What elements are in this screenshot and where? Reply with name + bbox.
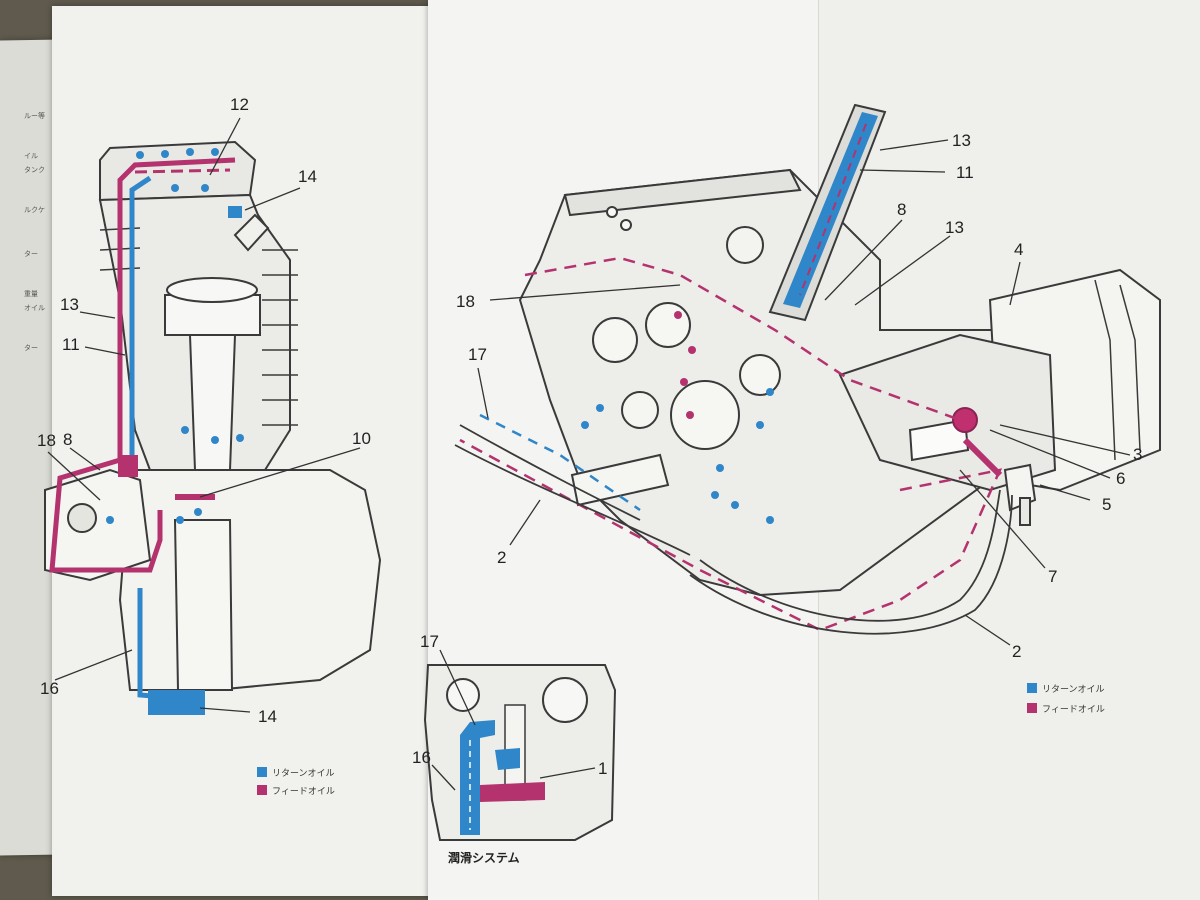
drive-shaft bbox=[570, 453, 670, 507]
callout-3: 3 bbox=[1133, 445, 1142, 464]
engine-cross-section bbox=[44, 140, 382, 691]
edge-text-fragments: ルー等 イル タンク ルクケ ター 重量 オイル ター bbox=[24, 111, 45, 352]
callout-14-bottom: 14 bbox=[258, 707, 277, 726]
return-oil-label: リターンオイル bbox=[272, 768, 335, 779]
callout-2-bottom: 2 bbox=[1012, 642, 1021, 661]
right-callout-leaders bbox=[477, 139, 1131, 646]
legend-right: リターンオイル フィードオイル bbox=[1027, 683, 1105, 715]
callout-5: 5 bbox=[1102, 495, 1111, 514]
edge-fragment: タンク bbox=[24, 165, 45, 174]
callout-10: 10 bbox=[352, 429, 371, 448]
crank-rod-lower bbox=[173, 519, 234, 691]
return-oil-label: リターンオイル bbox=[1042, 684, 1105, 695]
oil-droplets-left bbox=[106, 148, 244, 524]
callout-12: 12 bbox=[230, 95, 249, 114]
cam-cover bbox=[44, 468, 152, 582]
check-ball bbox=[952, 407, 978, 433]
left-callout-leaders bbox=[47, 117, 361, 713]
edge-fragment: ター bbox=[24, 249, 38, 258]
callout-6: 6 bbox=[1116, 469, 1125, 488]
feed-oil-swatch bbox=[257, 785, 267, 795]
feed-oil-label: フィードオイル bbox=[1042, 704, 1105, 715]
callout-8: 8 bbox=[63, 430, 72, 449]
callout-16: 16 bbox=[40, 679, 59, 698]
callout-8: 8 bbox=[897, 200, 906, 219]
callout-17: 17 bbox=[468, 345, 487, 364]
check-valve-spring bbox=[908, 418, 970, 462]
engine-block bbox=[518, 168, 1161, 597]
callout-18: 18 bbox=[456, 292, 475, 311]
callout-14-top: 14 bbox=[298, 167, 317, 186]
callout-11: 11 bbox=[956, 163, 974, 182]
edge-fragment: ルー等 bbox=[24, 111, 45, 120]
return-oil-paths-left bbox=[129, 175, 242, 715]
gear-cavity bbox=[670, 380, 740, 450]
crankcase bbox=[118, 469, 382, 691]
inset-caption: 潤滑システム bbox=[448, 850, 520, 865]
inset-callout-16: 16 bbox=[412, 748, 431, 767]
return-oil-swatch bbox=[257, 767, 267, 777]
feed-oil-label: フィードオイル bbox=[272, 786, 335, 797]
edge-fragment: イル bbox=[24, 152, 38, 160]
edge-fragment: 重量 bbox=[24, 290, 38, 298]
breather-port bbox=[726, 226, 764, 264]
oil-tank-tube bbox=[768, 103, 887, 322]
oil-droplets-right bbox=[581, 311, 774, 524]
callout-7: 7 bbox=[1048, 567, 1057, 586]
inset-callout-leaders bbox=[431, 649, 596, 791]
edge-fragment: ルクケ bbox=[24, 206, 45, 214]
callout-18: 18 bbox=[37, 431, 56, 450]
feed-oil-paths-right bbox=[459, 256, 1003, 632]
callout-13: 13 bbox=[60, 295, 79, 314]
feed-oil-paths-left bbox=[49, 157, 236, 573]
pump-inset bbox=[423, 664, 617, 841]
edge-fragment: ター bbox=[24, 343, 38, 352]
pump-housing bbox=[838, 333, 1057, 492]
edge-fragment: オイル bbox=[24, 304, 45, 312]
inset-return-passage bbox=[460, 720, 495, 835]
callout-11: 11 bbox=[62, 335, 80, 354]
callout-13-top: 13 bbox=[952, 131, 971, 150]
oil-hoses bbox=[454, 424, 1013, 635]
inset-callout-17: 17 bbox=[420, 632, 439, 651]
right-callouts: 13 11 8 13 4 18 17 3 6 5 2 7 2 bbox=[456, 131, 1142, 661]
inset-callouts: 17 16 1 bbox=[412, 632, 607, 778]
connecting-rod bbox=[188, 334, 237, 471]
callout-4: 4 bbox=[1014, 240, 1023, 259]
left-callouts: 12 14 13 11 8 18 10 16 14 bbox=[37, 95, 371, 726]
drive-gear bbox=[621, 391, 659, 429]
legend-left: リターンオイル フィードオイル bbox=[257, 767, 335, 797]
callout-2-left: 2 bbox=[497, 548, 506, 567]
inset-callout-1: 1 bbox=[598, 759, 607, 778]
feed-oil-swatch bbox=[1027, 703, 1037, 713]
callout-13-mid: 13 bbox=[945, 218, 964, 237]
spark-plug bbox=[233, 213, 270, 252]
inset-feed-passage bbox=[480, 782, 545, 802]
return-oil-swatch bbox=[1027, 683, 1037, 693]
